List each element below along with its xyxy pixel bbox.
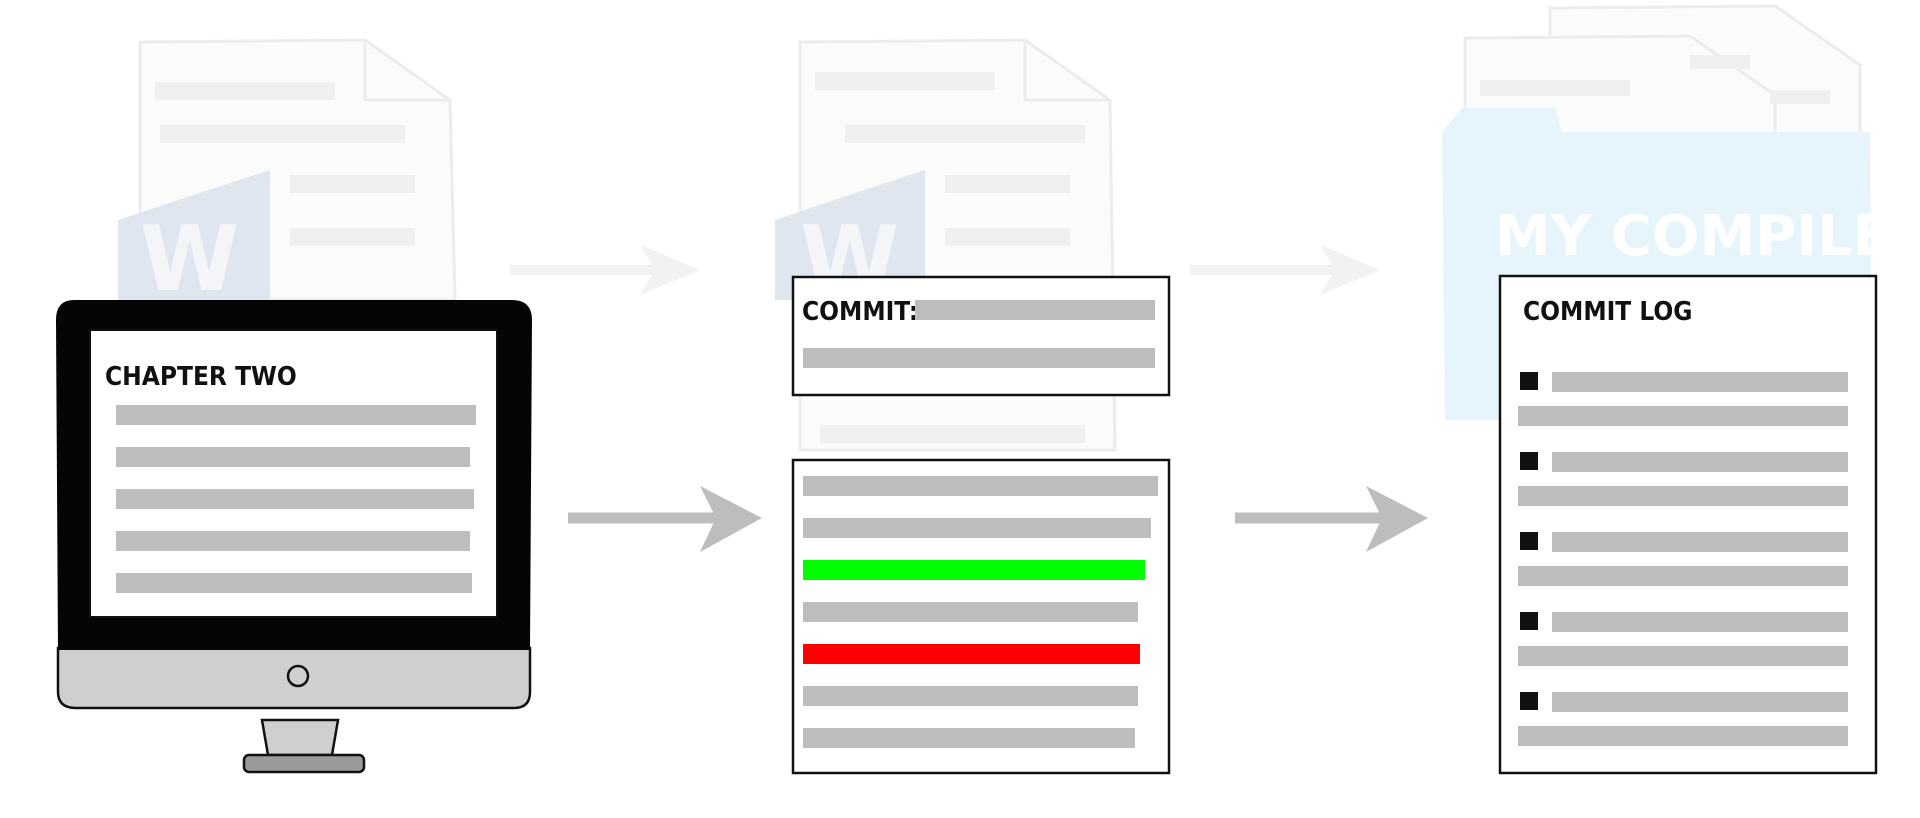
commit-log-entries xyxy=(1518,372,1848,746)
arrow-right-icon xyxy=(1235,486,1428,552)
commit-entry-line xyxy=(1552,452,1848,472)
ghost-arrow-right-icon xyxy=(1190,245,1380,295)
commit-entry-line xyxy=(1518,646,1848,666)
chapter-title: CHAPTER TWO xyxy=(105,362,297,392)
commit-entry-line xyxy=(1518,566,1848,586)
commit-label: COMMIT: xyxy=(802,297,918,327)
monitor-icon xyxy=(56,300,532,774)
commit-log-box xyxy=(1498,274,1878,775)
chapter-text-line xyxy=(116,447,470,467)
diff-unchanged-line xyxy=(803,728,1135,748)
diff-unchanged-line xyxy=(803,686,1138,706)
commit-entry-line xyxy=(1552,532,1848,552)
commit-bullet-icon xyxy=(1520,452,1538,470)
commit-entry-line xyxy=(1552,372,1848,392)
svg-text:W: W xyxy=(140,207,239,312)
arrow-right-icon xyxy=(568,486,762,552)
commit-message-line xyxy=(803,348,1155,368)
commit-bullet-icon xyxy=(1520,532,1538,550)
commit-entry-line xyxy=(1518,726,1848,746)
diff-unchanged-line xyxy=(803,476,1158,496)
diff-added-line xyxy=(803,560,1145,580)
commit-entry-line xyxy=(1552,692,1848,712)
chapter-text-lines xyxy=(116,405,476,593)
ghost-arrow-right-icon xyxy=(510,245,700,295)
commit-entry-line xyxy=(1552,612,1848,632)
commit-bullet-icon xyxy=(1520,612,1538,630)
commit-entry-line xyxy=(1518,486,1848,506)
chapter-text-line xyxy=(116,405,476,425)
chapter-text-line xyxy=(116,531,470,551)
diff-unchanged-line xyxy=(803,602,1138,622)
commit-box xyxy=(791,275,1171,397)
commit-log-title: COMMIT LOG xyxy=(1523,297,1692,327)
diff-unchanged-line xyxy=(803,518,1151,538)
chapter-text-line xyxy=(116,573,472,593)
diff-removed-line xyxy=(803,644,1140,664)
commit-bullet-icon xyxy=(1520,692,1538,710)
diff-lines xyxy=(803,476,1158,748)
ghost-word-document-icon: W xyxy=(118,38,457,312)
folder-label: MY COMPILED xyxy=(1495,204,1920,269)
commit-message-line xyxy=(915,300,1155,320)
commit-entry-line xyxy=(1518,406,1848,426)
commit-bullet-icon xyxy=(1520,372,1538,390)
chapter-text-line xyxy=(116,489,474,509)
